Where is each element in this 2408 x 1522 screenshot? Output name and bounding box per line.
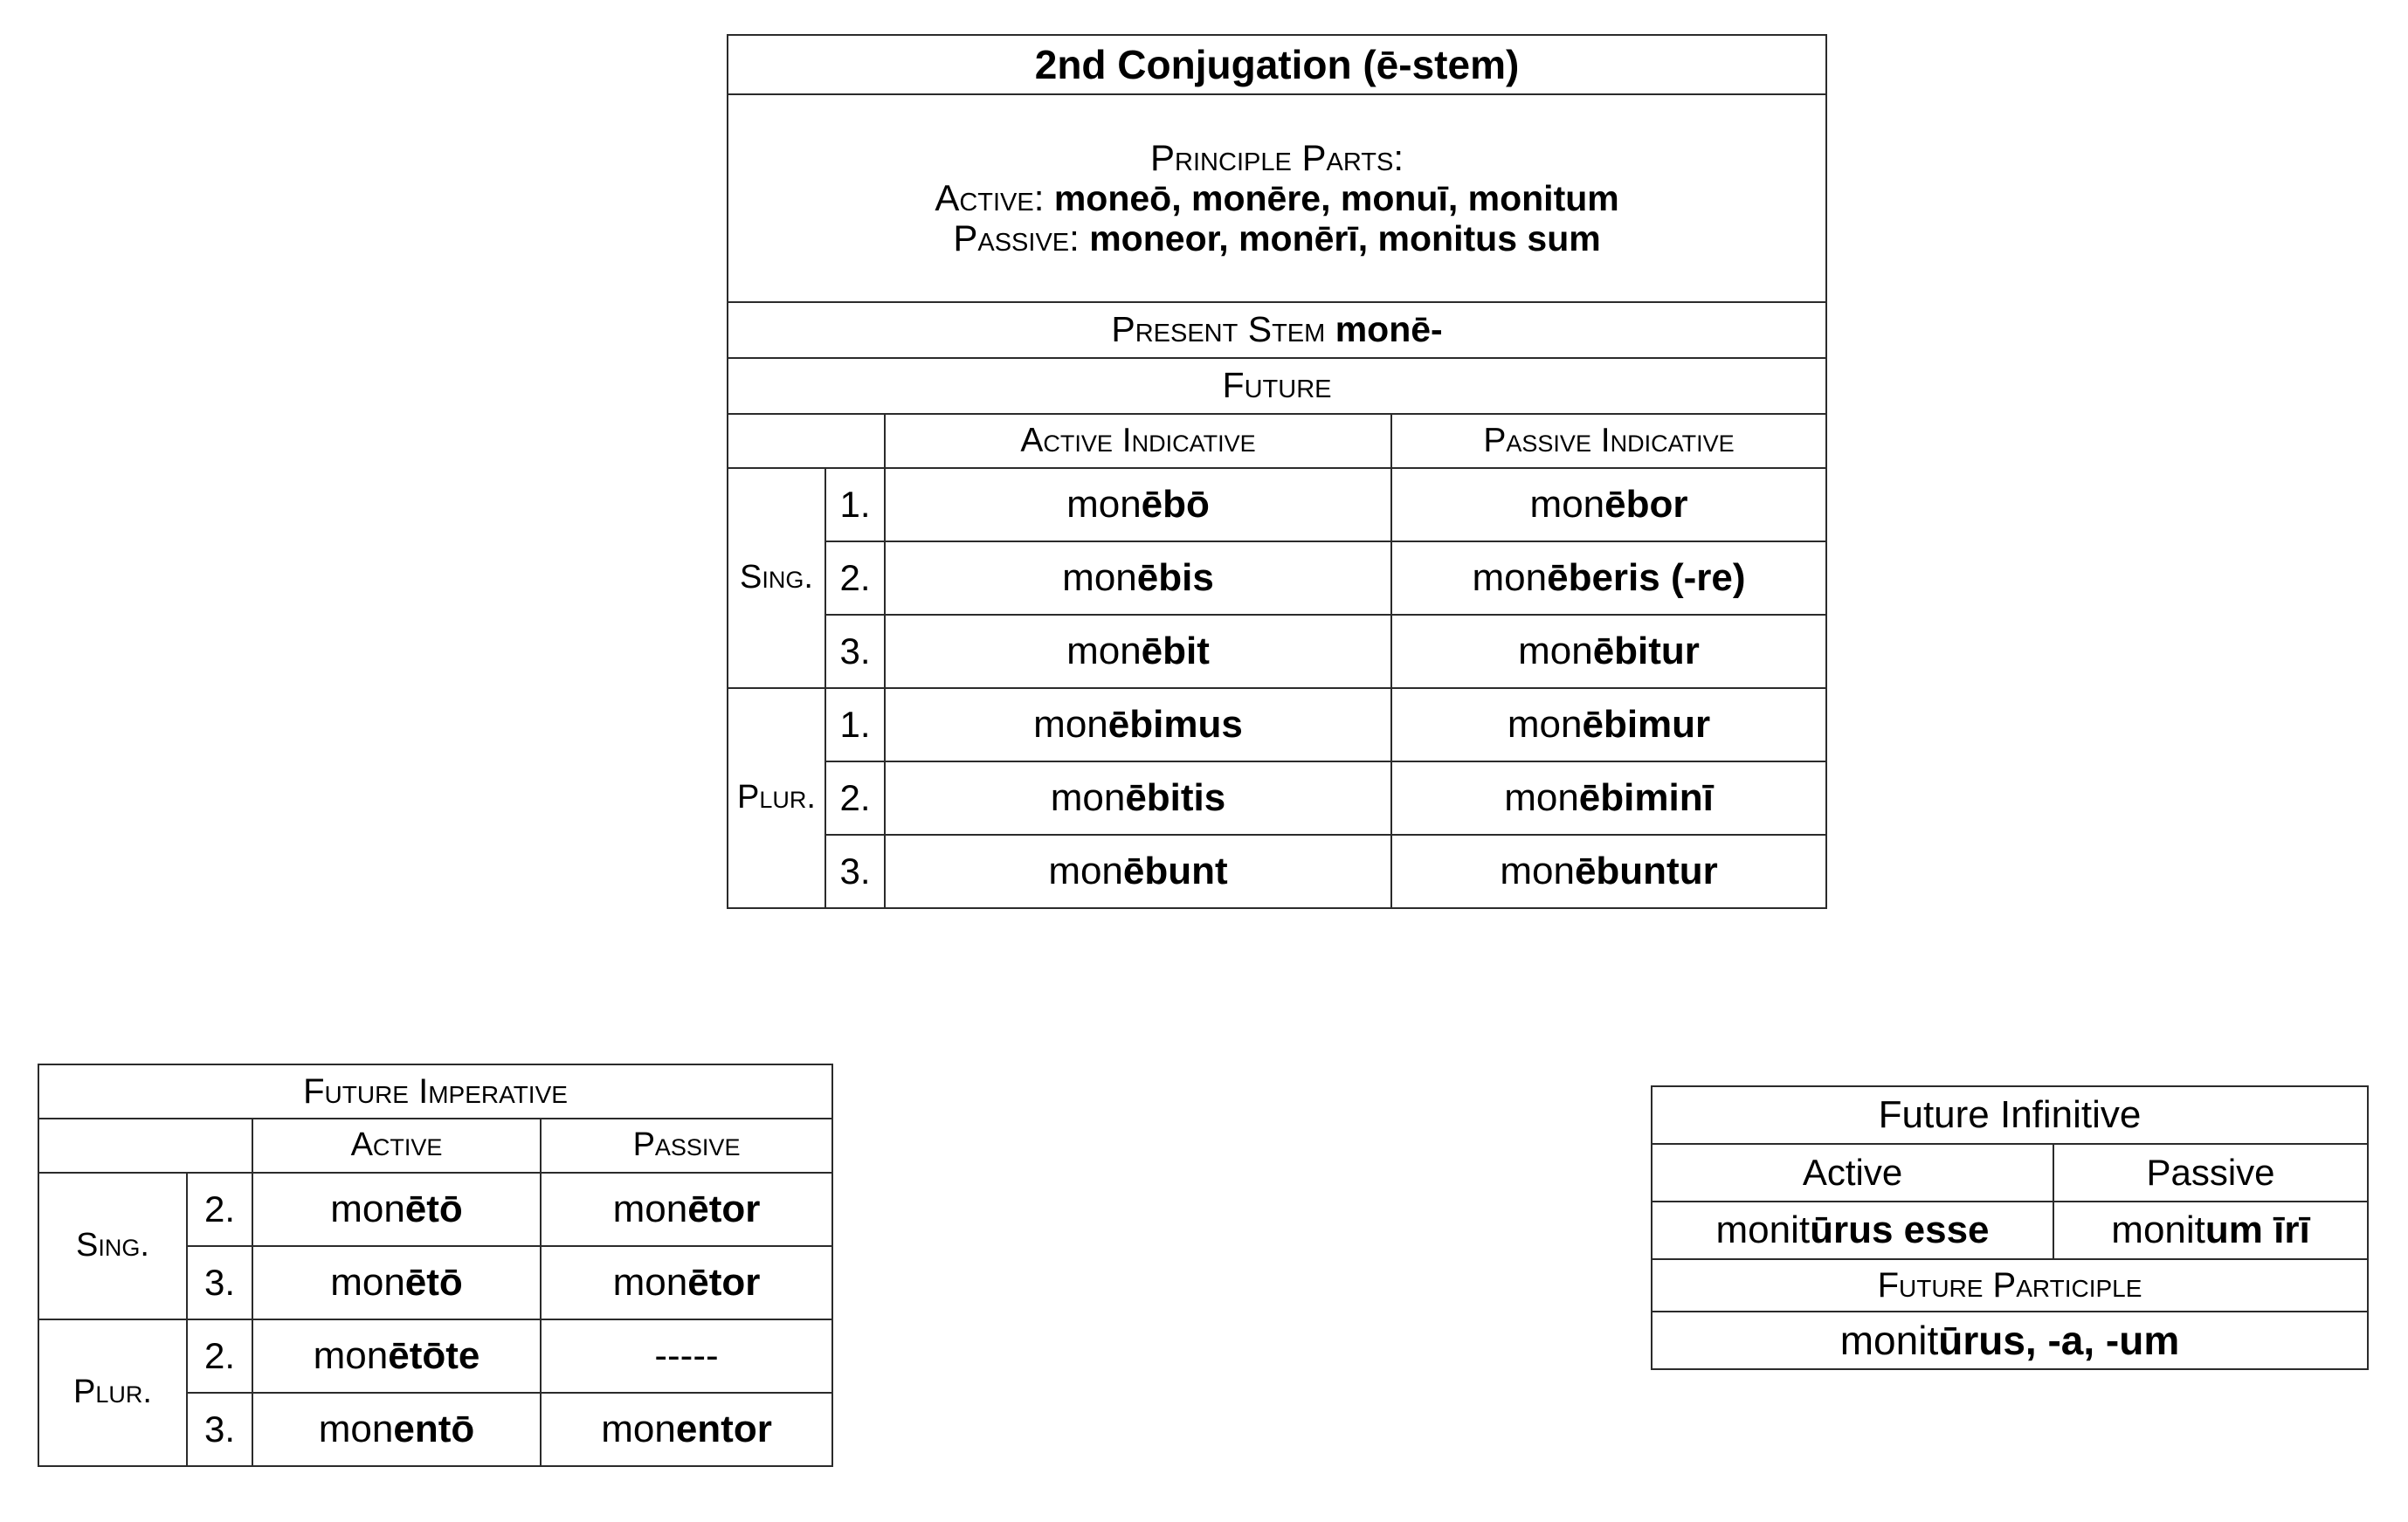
present-stem-label: Present Stem — [1111, 309, 1335, 350]
table-row: 3. monētō monētor — [38, 1245, 834, 1320]
person-number: 3. — [186, 1392, 253, 1467]
form-passive: monēbimur — [1390, 687, 1828, 762]
form-passive-empty: ----- — [539, 1319, 834, 1394]
table-row: 2. monēbis monēberis (-re) — [728, 541, 1828, 616]
table-row: Sing. 1. monēbō monēbor — [727, 467, 1828, 689]
present-stem-cell: Present Stem monē- — [726, 301, 1828, 359]
table-row: Plur. 2. monētōte ----- — [38, 1319, 834, 1467]
table-row-present-stem: Present Stem monē- — [726, 301, 1828, 359]
table-row: 3. monēbit monēbitur — [728, 614, 1828, 689]
row-label-plural: Plur. — [38, 1319, 188, 1467]
principle-parts-cell: Principle Parts: Active: moneō, monēre, … — [726, 93, 1828, 303]
table-row-participle-title: Future Participle — [1651, 1258, 2369, 1312]
person-number: 3. — [825, 614, 886, 689]
person-number: 2. — [186, 1319, 253, 1394]
form-passive: monentor — [539, 1392, 834, 1467]
form-passive: monēbiminī — [1390, 761, 1828, 836]
future-infinitive-table: Future Infinitive Active Passive monitūr… — [1651, 1085, 2369, 1370]
person-number: 2. — [186, 1172, 253, 1247]
table-row: monitūrus esse monitum īrī — [1651, 1201, 2369, 1260]
table-row-column-headers: Active Passive — [38, 1118, 834, 1174]
column-header-passive-indicative: Passive Indicative — [1390, 413, 1828, 469]
form-active: monēbō — [884, 467, 1392, 542]
person-number: 3. — [186, 1245, 253, 1320]
row-label-singular: Sing. — [727, 467, 826, 689]
table-row-column-headers: Active Indicative Passive Indicative — [727, 413, 1828, 469]
table-row: Plur. 1. monēbimus monēbimur — [727, 687, 1828, 909]
form-participle: monitūrus, -a, -um — [1651, 1311, 2369, 1370]
table-row-participle: monitūrus, -a, -um — [1651, 1311, 2369, 1370]
column-header-passive: Passive — [2053, 1143, 2369, 1202]
tense-banner: Future — [726, 357, 1828, 415]
conjugation-table: 2nd Conjugation (ē-stem) Principle Parts… — [726, 34, 1828, 909]
person-number: 1. — [825, 467, 886, 542]
column-header-active: Active — [252, 1118, 542, 1174]
row-label-plural: Plur. — [727, 687, 826, 909]
table-row: 3. monentō monentor — [38, 1392, 834, 1467]
form-infinitive-passive: monitum īrī — [2053, 1201, 2369, 1260]
future-imperative-table: Future Imperative Active Passive Sing. 2… — [37, 1064, 834, 1467]
corner-cell — [38, 1118, 253, 1174]
person-number: 2. — [825, 761, 886, 836]
present-stem-value: monē- — [1335, 309, 1443, 350]
form-active: monēbit — [884, 614, 1392, 689]
form-active: monēbis — [884, 541, 1392, 616]
participle-title: Future Participle — [1651, 1258, 2369, 1312]
form-active: monētō — [252, 1245, 542, 1320]
form-passive: monēberis (-re) — [1390, 541, 1828, 616]
form-active: monēbitis — [884, 761, 1392, 836]
corner-cell — [727, 413, 886, 469]
table-row: 3. monēbunt monēbuntur — [728, 834, 1828, 909]
infinitive-title: Future Infinitive — [1651, 1085, 2369, 1145]
form-active: monēbimus — [884, 687, 1392, 762]
person-number: 1. — [825, 687, 886, 762]
table-row-title: Future Infinitive — [1651, 1085, 2369, 1145]
person-number: 2. — [825, 541, 886, 616]
principle-parts-heading: Principle Parts: — [1150, 136, 1404, 178]
row-label-singular: Sing. — [38, 1172, 188, 1320]
imperative-title: Future Imperative — [37, 1064, 834, 1119]
person-number: 3. — [825, 834, 886, 909]
page-title: 2nd Conjugation (ē-stem) — [726, 34, 1828, 95]
table-row-principle-parts: Principle Parts: Active: moneō, monēre, … — [726, 93, 1828, 303]
column-header-passive: Passive — [539, 1118, 834, 1174]
form-active: monētōte — [252, 1319, 542, 1394]
form-active: monentō — [252, 1392, 542, 1467]
form-passive: monēbor — [1390, 467, 1828, 542]
column-header-active-indicative: Active Indicative — [884, 413, 1392, 469]
form-passive: monēbitur — [1390, 614, 1828, 689]
form-passive: monētor — [539, 1172, 834, 1247]
form-infinitive-active: monitūrus esse — [1651, 1201, 2054, 1260]
form-active: monētō — [252, 1172, 542, 1247]
form-passive: monētor — [539, 1245, 834, 1320]
form-passive: monēbuntur — [1390, 834, 1828, 909]
table-row-tense-banner: Future — [726, 357, 1828, 415]
column-header-active: Active — [1651, 1143, 2054, 1202]
table-row-title: 2nd Conjugation (ē-stem) — [726, 34, 1828, 95]
table-row: Sing. 2. monētō monētor — [38, 1172, 834, 1320]
table-row-title: Future Imperative — [37, 1064, 834, 1119]
table-row-column-headers: Active Passive — [1651, 1143, 2369, 1202]
form-active: monēbunt — [884, 834, 1392, 909]
principle-parts-active: Active: moneō, monēre, monuī, monitum — [935, 176, 1619, 218]
principle-parts-passive: Passive: moneor, monērī, monitus sum — [953, 217, 1601, 259]
table-row: 2. monēbitis monēbiminī — [728, 761, 1828, 836]
